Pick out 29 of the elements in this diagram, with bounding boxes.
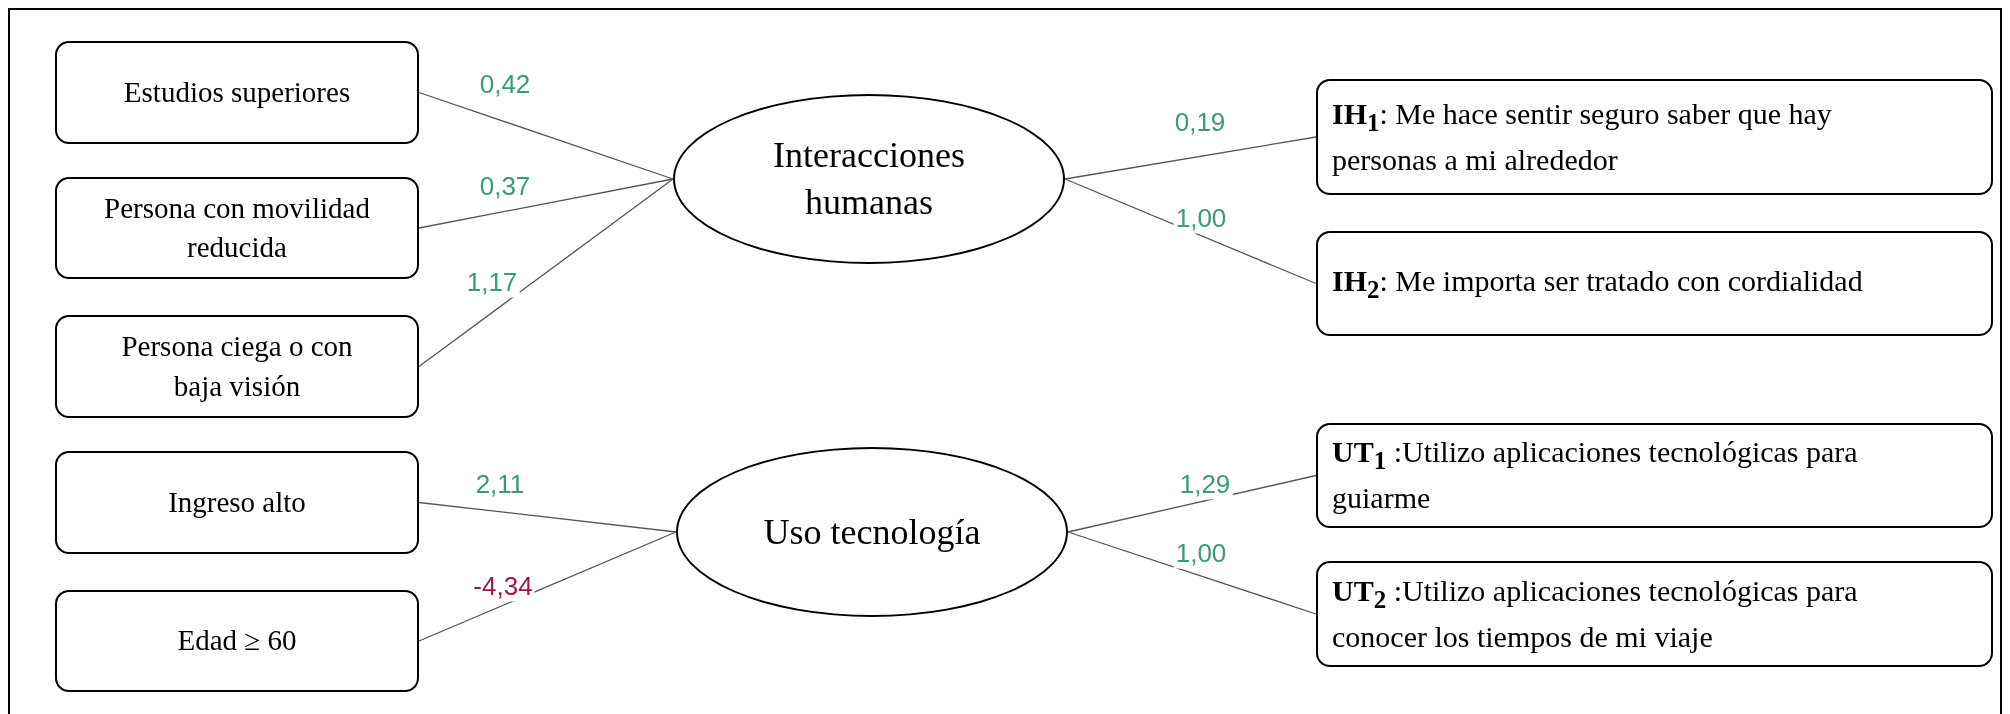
variable-box xyxy=(55,451,419,554)
node-text: Edad ≥ 60 xyxy=(177,623,297,659)
variable-box xyxy=(1316,423,1993,528)
connector-line xyxy=(418,178,674,229)
connector-line xyxy=(418,501,677,533)
connector-line xyxy=(418,178,674,368)
node-text: Estudios superiores xyxy=(123,74,351,110)
node-text: Uso tecnología xyxy=(763,510,981,554)
variable-box xyxy=(1316,231,1993,336)
connector-line xyxy=(418,91,674,180)
variable-box xyxy=(55,177,419,279)
connector-line xyxy=(1067,474,1317,533)
connector-line xyxy=(1064,136,1317,180)
variable-box xyxy=(55,590,419,692)
variable-box xyxy=(55,315,419,418)
variable-box xyxy=(1316,79,1993,195)
node-text: Interacciones humanas xyxy=(772,134,966,224)
node-text: Persona con movilidad reducida xyxy=(103,190,371,265)
connector-line xyxy=(1064,178,1317,285)
connector-line xyxy=(1067,531,1317,615)
connector-line xyxy=(418,531,677,642)
variable-box xyxy=(55,41,419,144)
node-text: Ingreso alto xyxy=(168,484,306,520)
node-text: UT$_{1}$ :Utilizo aplicaciones tecnológicas para guiarme xyxy=(1332,434,1859,517)
variable-box xyxy=(1316,561,1993,667)
node-text: IH$_{2}$: Me importa ser tratado con cordialidad xyxy=(1332,262,1863,305)
node-text: IH$_{1}$: Me hace sentir seguro saber que hay personas a mi alrededor xyxy=(1332,95,1833,178)
node-text: UT$_{2}$ :Utilizo aplicaciones tecnológicas para conocer los tiempos de mi viaje xyxy=(1332,572,1859,655)
node-text: Persona ciega o con baja visión xyxy=(120,329,354,404)
